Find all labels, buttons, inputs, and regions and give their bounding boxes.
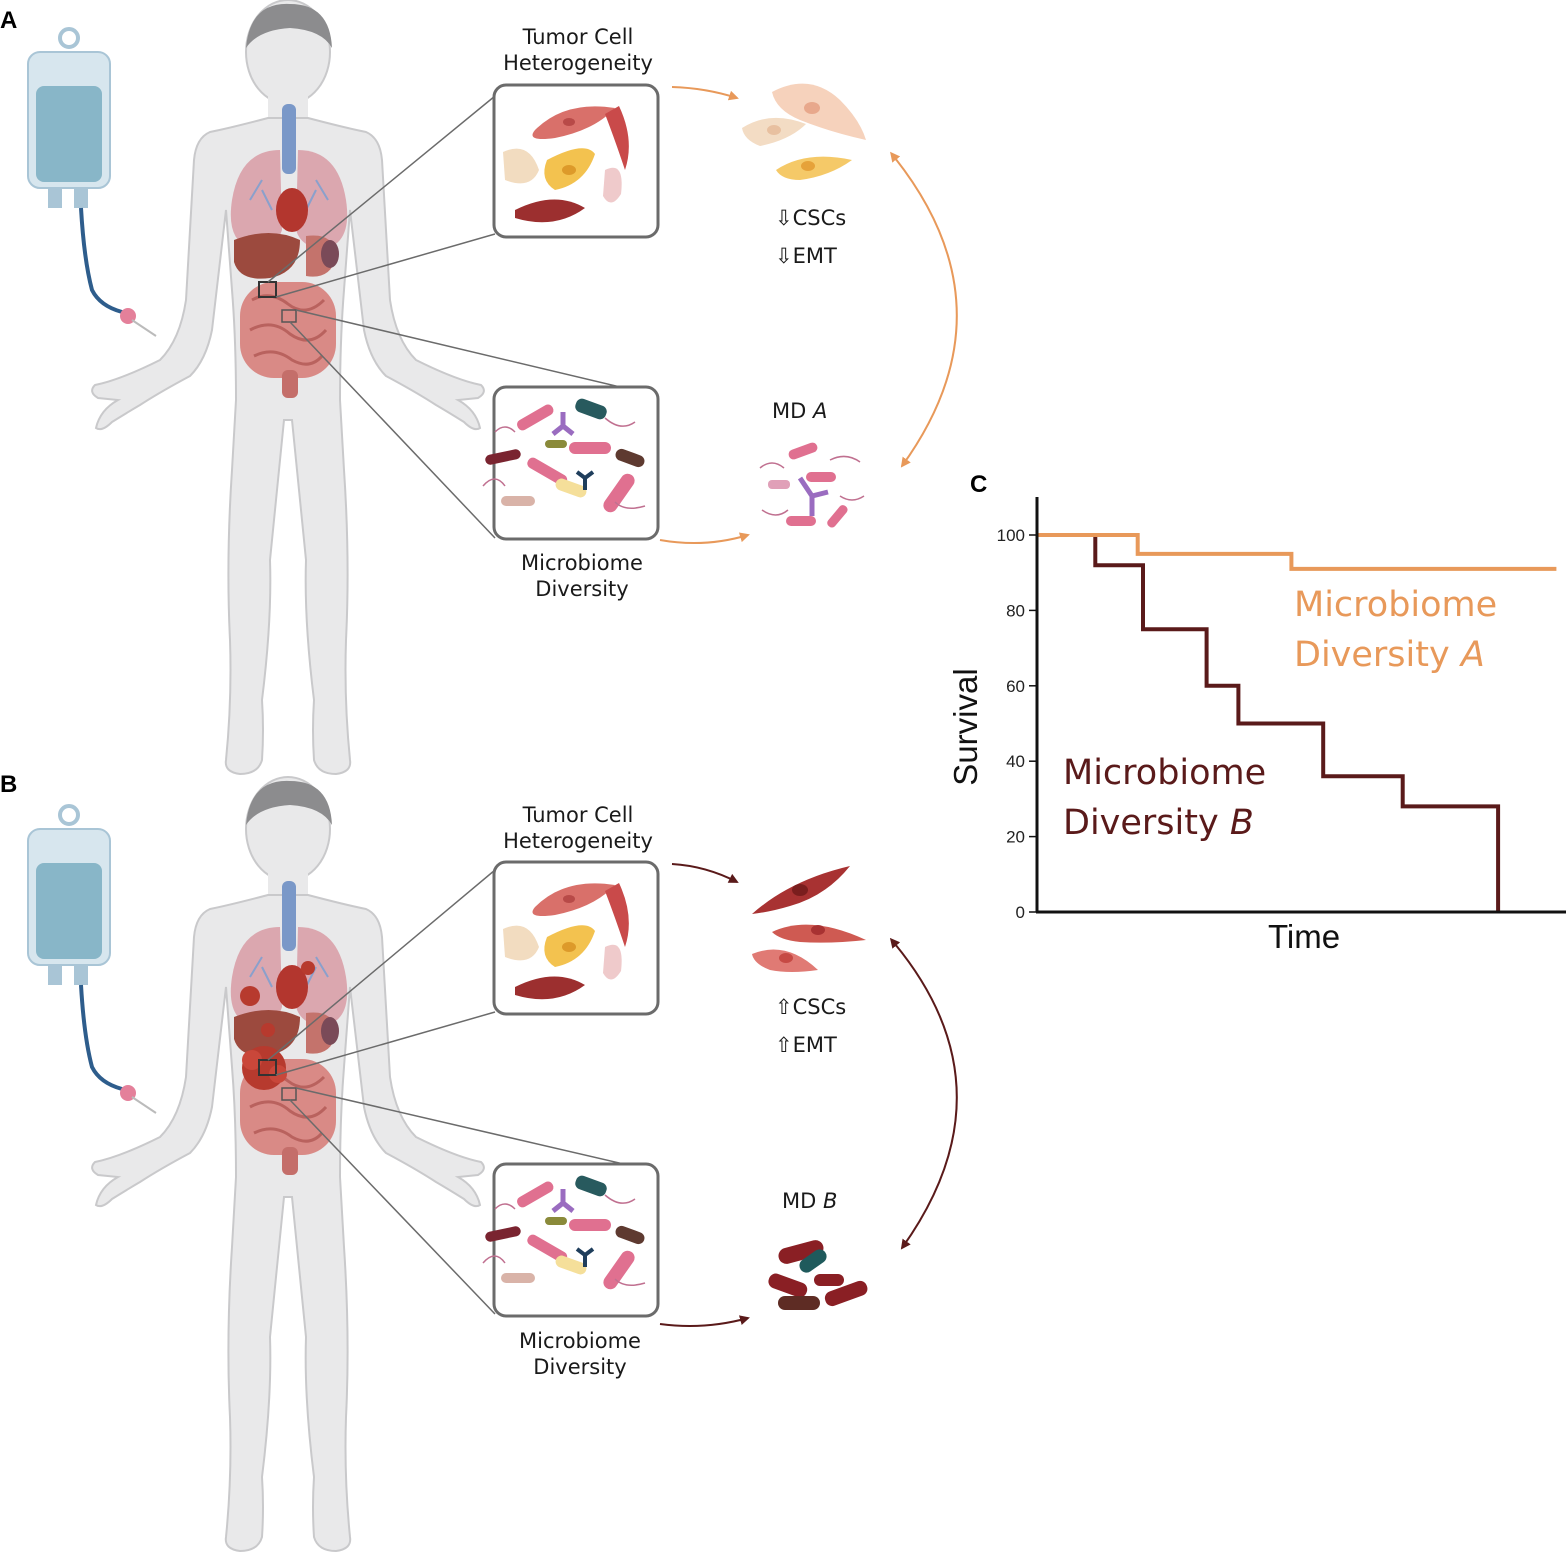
emt-label: ⇩EMT xyxy=(775,244,837,268)
csc-label: ⇧CSCs xyxy=(775,995,846,1019)
microbiome-label-line2: Diversity xyxy=(535,577,628,601)
gut-site-marker xyxy=(281,309,297,323)
arrow-cells-md-bidirectional xyxy=(890,151,958,468)
tumor-label-line2: Heterogeneity xyxy=(503,51,653,75)
arrow-cells-md-bidirectional xyxy=(889,937,958,1250)
panel-b-letter: B xyxy=(0,771,17,798)
x-axis-label: Time xyxy=(1268,918,1340,955)
survival-line-a xyxy=(1037,533,1557,571)
panel-c: C 0 20 40 60 80 100 Time Survival Microbiome … xyxy=(947,471,1566,955)
series-a-label-line2: Diversity A xyxy=(1294,635,1485,675)
arrow-microbiome-to-md xyxy=(659,1315,750,1327)
low-grade-cells-icon xyxy=(742,83,866,180)
y-tick-label: 20 xyxy=(1006,828,1025,847)
arrow-microbiome-to-md xyxy=(659,532,750,545)
panel-c-letter: C xyxy=(970,471,987,498)
diverse-bacteria-icon xyxy=(759,442,865,528)
microbiome-label-line1: Microbiome xyxy=(521,551,643,575)
iv-bag-icon xyxy=(26,804,158,1115)
arrow-tumor-to-cells xyxy=(671,863,739,883)
iv-bag-icon xyxy=(26,27,158,338)
series-b-label-line2: Diversity B xyxy=(1063,803,1254,843)
tumor-label-line1: Tumor Cell xyxy=(522,25,634,49)
series-b-label-line1: Microbiome xyxy=(1063,753,1266,793)
panel-a-letter: A xyxy=(0,7,17,34)
gut-site-marker xyxy=(281,1087,297,1101)
y-tick-label: 0 xyxy=(1016,903,1025,922)
survival-line-b xyxy=(1037,533,1501,912)
tumor-mass-icon xyxy=(240,961,315,1090)
emt-label: ⇧EMT xyxy=(775,1033,837,1057)
arrow-tumor-to-cells xyxy=(671,86,739,101)
tumor-label-line1: Tumor Cell xyxy=(522,803,634,827)
panel-a: A Tumor Cell Heterogeneity Microbiome Di… xyxy=(0,0,958,776)
zoom-lines xyxy=(267,869,659,1315)
microbiome-label-line2: Diversity xyxy=(533,1355,626,1379)
y-tick-label: 100 xyxy=(997,526,1025,545)
survival-chart: 0 20 40 60 80 100 Time Survival Microbiome Di… xyxy=(947,497,1566,955)
series-a-label-line1: Microbiome xyxy=(1294,585,1497,625)
y-tick-label: 80 xyxy=(1006,601,1025,620)
low-diversity-bacteria-icon xyxy=(768,1240,868,1310)
tumor-site-marker xyxy=(258,281,277,298)
human-body-icon xyxy=(90,0,486,776)
y-tick-label: 40 xyxy=(1006,752,1025,771)
tumor-label-line2: Heterogeneity xyxy=(503,829,653,853)
zoom-lines xyxy=(267,95,659,539)
microbiome-label-line1: Microbiome xyxy=(519,1329,641,1353)
md-label: MD B xyxy=(782,1189,837,1213)
y-ticks: 0 20 40 60 80 100 xyxy=(997,526,1037,922)
panel-b: B Tumor Cell Heterogeneity Microbiome Di… xyxy=(0,771,958,1553)
aggressive-cells-icon xyxy=(752,866,866,972)
md-label: MD A xyxy=(772,399,827,423)
csc-label: ⇩CSCs xyxy=(775,206,846,230)
human-body-icon xyxy=(90,775,486,1553)
y-axis-label: Survival xyxy=(947,668,984,785)
chart-series-group xyxy=(1037,533,1557,912)
y-tick-label: 60 xyxy=(1006,677,1025,696)
tumor-site-marker xyxy=(258,1059,277,1076)
